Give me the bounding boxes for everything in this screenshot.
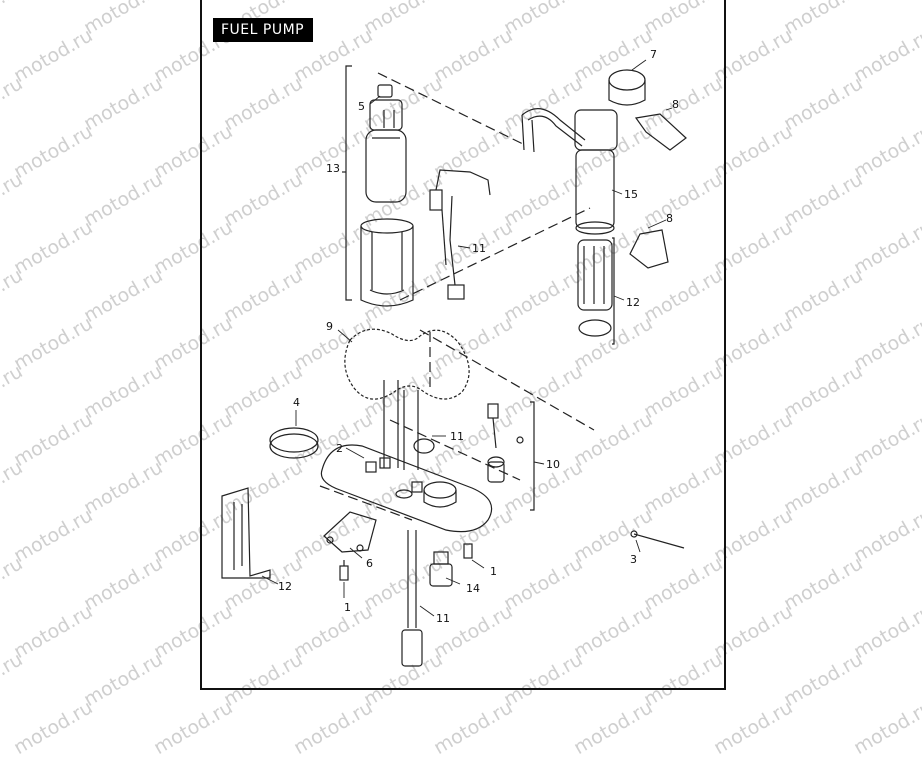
callout-label: 14: [466, 582, 480, 595]
support-plate: [323, 511, 377, 553]
callout-label: 15: [624, 188, 638, 201]
callout-label: 11: [436, 612, 450, 625]
callout-label: 6: [366, 557, 373, 570]
bracket-13: [342, 65, 526, 301]
watermark-text: motod.ru: [430, 696, 517, 759]
small-grommet: [413, 438, 435, 454]
callout-label: 11: [472, 242, 486, 255]
leader-lines: [261, 59, 673, 617]
wiring-harness-upper: [429, 169, 491, 300]
retaining-clip-lower: [629, 229, 669, 269]
watermark-text: motod.ru: [710, 696, 797, 759]
callout-label: 7: [650, 48, 657, 61]
callout-label: 10: [546, 458, 560, 471]
callout-label: 2: [336, 442, 343, 455]
callout-label: 13: [326, 162, 340, 175]
watermark-text: motod.ru: [290, 696, 377, 759]
callout-label: 11: [450, 430, 464, 443]
watermark-text: motod.ru: [570, 696, 657, 759]
flange-gasket: [344, 328, 470, 400]
pump-base-plate: [320, 444, 493, 533]
watermark-text: motod.ru: [850, 696, 922, 759]
screw-left: [339, 560, 349, 581]
callout-label: 1: [490, 565, 497, 578]
standpipes: [383, 380, 419, 470]
guide-lines: [389, 207, 595, 481]
pump-sleeve: [360, 218, 414, 307]
mounting-bracket: [221, 487, 271, 579]
watermark-text: motod.ru: [10, 696, 97, 759]
parts-diagram: 1 1 1 2 3 4 5 6 7 8 8 9 10 11 11 11 12 1…: [221, 48, 687, 667]
callout-label: 9: [326, 320, 333, 333]
pressure-regulator: [429, 551, 453, 587]
diagram-title: FUEL PUMP: [213, 18, 313, 42]
watermark-text: motod.ru: [150, 696, 237, 759]
hose-clamp: [269, 427, 319, 459]
callout-label: 4: [293, 396, 300, 409]
callout-label: 8: [672, 98, 679, 111]
fuel-pump-motor: [365, 84, 407, 203]
callout-label: 3: [630, 553, 637, 566]
callout-label: 5: [358, 100, 365, 113]
filter-element: [577, 237, 615, 345]
callout-label: 12: [626, 296, 640, 309]
diagram-frame: [200, 0, 726, 690]
wiring-harness-lower: [401, 530, 423, 667]
callout-label: 1: [344, 601, 351, 614]
spring-pin: [630, 530, 685, 549]
callout-label: 12: [278, 580, 292, 593]
fuel-filter-assembly: [521, 69, 646, 235]
retaining-clip-upper: [634, 113, 687, 151]
screw-right: [463, 543, 473, 559]
callout-label: 8: [666, 212, 673, 225]
fuel-level-sensor: [487, 401, 535, 511]
